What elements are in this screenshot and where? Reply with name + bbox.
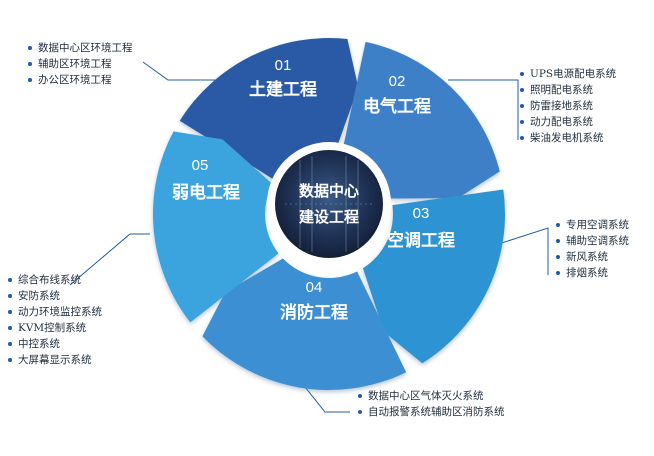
connector-civil — [142, 61, 222, 81]
center-title-line2: 建设工程 — [299, 208, 359, 226]
segment-number-electric: 02 — [389, 73, 406, 90]
bullet-icon — [8, 294, 12, 298]
list-item: KVM控制系统 — [8, 320, 102, 336]
connector-hvac — [479, 227, 549, 275]
segment-number-hvac: 03 — [413, 205, 430, 222]
list-item: 防雷接地系统 — [520, 98, 616, 114]
segment-label-weak: 弱电工程 — [172, 182, 240, 203]
list-item: 综合布线系统 — [8, 272, 102, 288]
bullet-icon — [520, 136, 524, 140]
segment-label-electric: 电气工程 — [363, 96, 431, 117]
list-item-text: 柴油发电机系统 — [530, 132, 604, 144]
fire-items-list: 数据中心区气体灭火系统自动报警系统辅助区消防系统 — [358, 388, 505, 420]
list-item-text: 辅助空调系统 — [566, 235, 629, 247]
list-item-text: 自动报警系统辅助区消防系统 — [368, 406, 505, 418]
connector-electric — [448, 79, 519, 140]
list-item: 排烟系统 — [556, 265, 629, 281]
server-racks-graphic — [285, 156, 373, 252]
segment-fire — [202, 258, 407, 391]
list-item-text: 动力环境监控系统 — [18, 306, 102, 318]
list-item-text: 数据中心区气体灭火系统 — [368, 390, 484, 402]
segment-label-hvac: 空调工程 — [387, 230, 455, 251]
segment-hvac — [362, 189, 505, 364]
list-item: 大屏幕显示系统 — [8, 352, 102, 368]
list-item-text: 专用空调系统 — [566, 219, 629, 231]
list-item: 数据中心区气体灭火系统 — [358, 388, 505, 404]
list-item-text: 中控系统 — [18, 338, 60, 350]
center-title-line1: 数据中心 — [299, 182, 359, 200]
list-item-text: 综合布线系统 — [18, 274, 81, 286]
list-item: 专用空调系统 — [556, 217, 629, 233]
list-item-text: 数据中心区环境工程 — [38, 42, 133, 54]
list-item-text: 安防系统 — [18, 290, 60, 302]
bullet-icon — [520, 104, 524, 108]
segment-label-fire: 消防工程 — [280, 302, 348, 323]
list-item-text: 办公区环境工程 — [38, 74, 112, 86]
list-item: 动力环境监控系统 — [8, 304, 102, 320]
bullet-icon — [556, 271, 560, 275]
connector-weak — [69, 233, 150, 286]
list-item: 安防系统 — [8, 288, 102, 304]
bullet-icon — [520, 72, 524, 76]
list-item-text: 照明配电系统 — [530, 84, 593, 96]
list-item: 数据中心区环境工程 — [28, 40, 133, 56]
bullet-icon — [28, 46, 32, 50]
segment-label-civil: 土建工程 — [249, 79, 317, 100]
segment-number-civil: 01 — [275, 57, 292, 74]
center-hub — [275, 150, 383, 258]
segment-electric — [342, 41, 500, 199]
list-item: 照明配电系统 — [520, 82, 616, 98]
bullet-icon — [8, 342, 12, 346]
list-item: 辅助空调系统 — [556, 233, 629, 249]
list-item: 动力配电系统 — [520, 114, 616, 130]
list-item-text: 大屏幕显示系统 — [18, 354, 92, 366]
list-item: 柴油发电机系统 — [520, 130, 616, 146]
segment-number-weak: 05 — [192, 157, 209, 174]
list-item-text: 防雷接地系统 — [530, 100, 593, 112]
list-item: 新风系统 — [556, 249, 629, 265]
list-item-text: 排烟系统 — [566, 267, 608, 279]
list-item-text: KVM控制系统 — [18, 322, 87, 334]
bullet-icon — [358, 410, 362, 414]
list-item-text: UPS电源配电系统 — [530, 68, 617, 80]
list-item: UPS电源配电系统 — [520, 66, 616, 82]
bullet-icon — [8, 310, 12, 314]
list-item-text: 辅助区环境工程 — [38, 58, 112, 70]
bullet-icon — [28, 62, 32, 66]
weak-current-items-list: 综合布线系统安防系统动力环境监控系统 KVM控制系统中控系统大屏幕显示系统 — [8, 272, 102, 368]
electric-items-list: UPS电源配电系统照明配电系统防雷接地系统动力配电系统柴油发电机系统 — [520, 66, 616, 146]
bullet-icon — [358, 394, 362, 398]
civil-items-list: 数据中心区环境工程辅助区环境工程办公区环境工程 — [28, 40, 133, 88]
list-item: 中控系统 — [8, 336, 102, 352]
segment-weak — [152, 131, 279, 323]
bullet-icon — [556, 223, 560, 227]
bullet-icon — [8, 358, 12, 362]
segment-number-fire: 04 — [306, 279, 323, 296]
list-item-text: 新风系统 — [566, 251, 608, 263]
bullet-icon — [520, 88, 524, 92]
bullet-icon — [28, 78, 32, 82]
list-item: 辅助区环境工程 — [28, 56, 133, 72]
list-item: 自动报警系统辅助区消防系统 — [358, 404, 505, 420]
list-item: 办公区环境工程 — [28, 72, 133, 88]
bullet-icon — [556, 255, 560, 259]
bullet-icon — [520, 120, 524, 124]
hvac-items-list: 专用空调系统辅助空调系统新风系统排烟系统 — [556, 217, 629, 281]
list-item-text: 动力配电系统 — [530, 116, 593, 128]
bullet-icon — [8, 278, 12, 282]
bullet-icon — [556, 239, 560, 243]
bullet-icon — [8, 326, 12, 330]
